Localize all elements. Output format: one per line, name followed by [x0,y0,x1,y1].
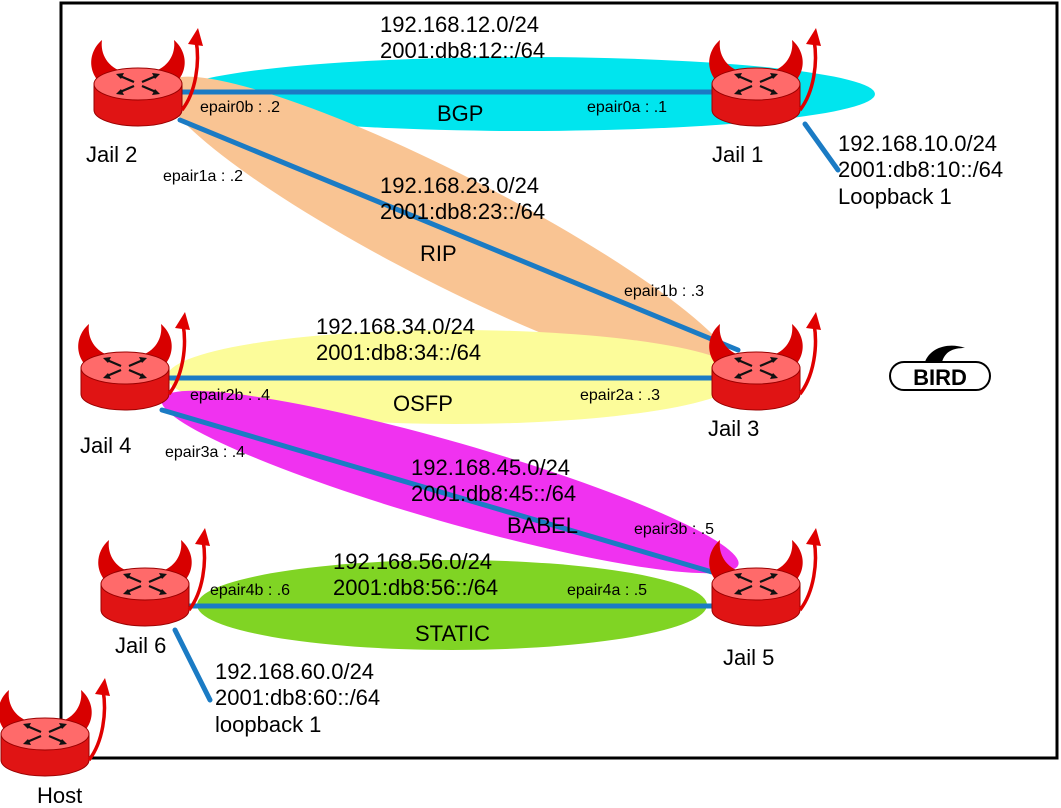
link-jail2-jail3 [177,117,741,353]
iface-epair2b: epair2b : .4 [190,387,271,404]
link-jail6-loopback [172,627,213,703]
iface-epair3a: epair3a : .4 [165,444,246,461]
iface-epair0a: epair0a : .1 [587,99,668,116]
ospf-network-addresses: 192.168.34.0/24 2001:db8:34::/64 [316,314,481,367]
bird-logo-icon: BIRD [889,345,991,391]
jail1-loopback-ipv4: 192.168.10.0/24 [838,131,998,156]
iface-epair3b: epair3b : .5 [634,521,715,538]
bgp-network-addresses: 192.168.12.0/24 2001:db8:12::/64 [380,12,545,65]
rip-ipv4: 192.168.23.0/24 [380,173,540,198]
jail6-loopback-ipv4: 192.168.60.0/24 [215,659,375,684]
babel-network-addresses: 192.168.45.0/24 2001:db8:45::/64 [411,455,576,508]
babel-ipv6: 2001:db8:45::/64 [411,481,577,507]
jail2-label: Jail 2 [86,142,138,167]
static-network-addresses: 192.168.56.0/24 2001:db8:56::/64 [333,549,498,602]
host-label: Host [37,783,83,808]
iface-epair2a: epair2a : .3 [580,387,661,404]
router-jail5-icon [707,526,823,628]
router-jail6-icon [96,526,212,628]
static-protocol-label: STATIC [415,621,490,646]
router-jail3-icon [707,310,823,412]
jail6-loopback-info: 192.168.60.0/24 2001:db8:60::/64 loopbac… [215,659,380,738]
iface-epair4b: epair4b : .6 [210,582,291,599]
jail6-loopback-name: loopback 1 [215,711,322,737]
jail6-loopback-ipv6: 2001:db8:60::/64 [215,685,381,711]
static-ipv6: 2001:db8:56::/64 [333,575,499,601]
jail1-loopback-name: Loopback 1 [838,183,952,209]
static-ipv4: 192.168.56.0/24 [333,549,493,574]
router-host-icon [0,676,112,778]
rip-ipv6: 2001:db8:23::/64 [380,199,546,225]
babel-ipv4: 192.168.45.0/24 [411,455,571,480]
rip-protocol-label: RIP [420,241,457,266]
iface-epair1a: epair1a : .2 [163,168,244,185]
rip-network-addresses: 192.168.23.0/24 2001:db8:23::/64 [380,173,545,226]
jail1-loopback-ipv6: 2001:db8:10::/64 [838,157,1004,183]
link-jail4-jail5 [159,407,715,575]
link-jail1-loopback [802,121,841,173]
babel-network-ellipse [161,390,739,574]
jail-host-frame [59,1,1059,760]
babel-protocol-label: BABEL [507,513,578,538]
iface-epair0b: epair0b : .2 [200,99,281,116]
jail3-label: Jail 3 [708,416,760,441]
bgp-ipv6: 2001:db8:12::/64 [380,38,546,64]
jail5-label: Jail 5 [723,645,775,670]
ospf-ipv6: 2001:db8:34::/64 [316,340,482,366]
ospf-ipv4: 192.168.34.0/24 [316,314,476,339]
ospf-protocol-label: OSFP [393,391,453,416]
jail1-loopback-info: 192.168.10.0/24 2001:db8:10::/64 Loopbac… [838,131,1003,210]
bgp-protocol-label: BGP [437,101,484,126]
jail4-label: Jail 4 [80,433,132,458]
bird-logo-text: BIRD [913,365,967,390]
iface-epair4a: epair4a : .5 [567,582,648,599]
bgp-ipv4: 192.168.12.0/24 [380,12,540,37]
iface-epair1b: epair1b : .3 [624,283,705,300]
jail6-label: Jail 6 [115,633,167,658]
jail1-label: Jail 1 [712,142,764,167]
